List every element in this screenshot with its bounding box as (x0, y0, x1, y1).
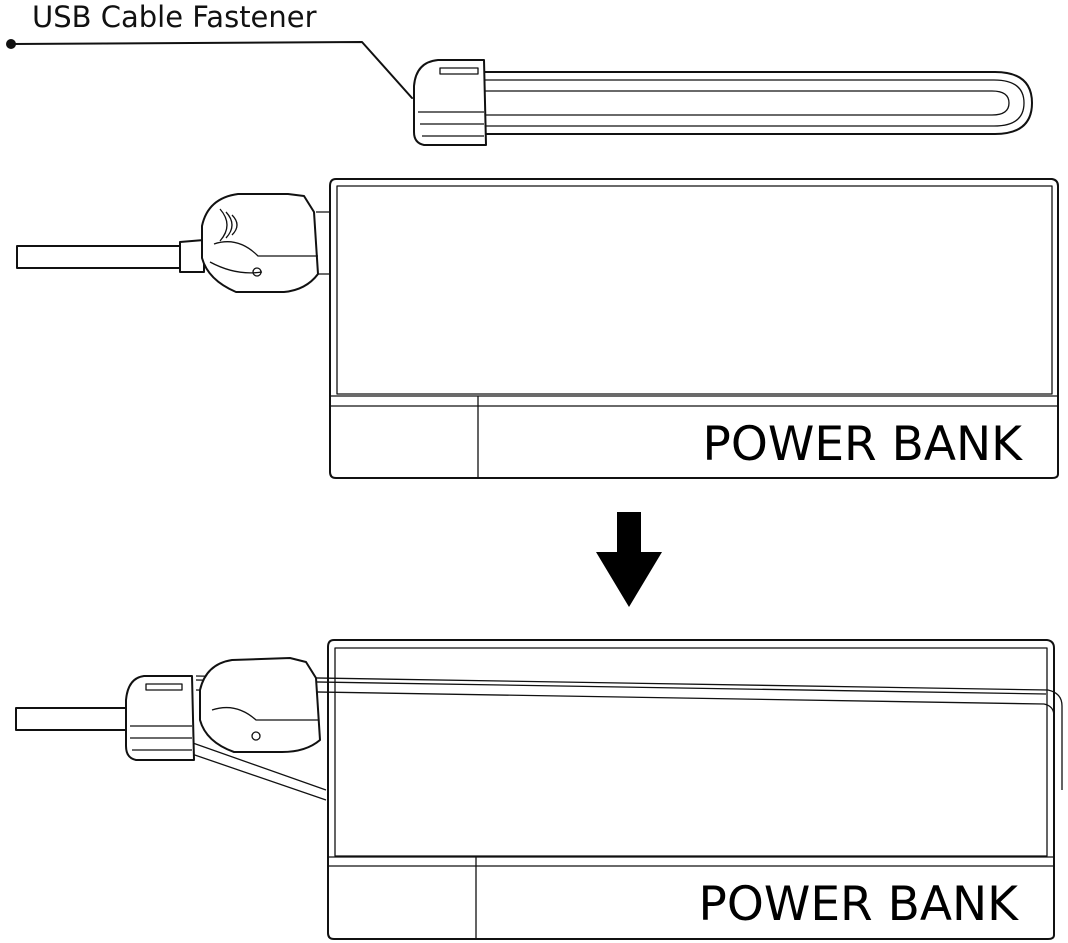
usb-plug-clip-bottom (199, 657, 321, 753)
usb-cable-bottom (15, 707, 129, 731)
fastener-band-installed (195, 675, 1063, 790)
usb-cable-fastener (413, 59, 1033, 146)
top-power-bank-body (329, 178, 1059, 479)
fastener-loop (469, 71, 1033, 135)
top-power-bank-assembly: POWER BANK (16, 178, 1059, 479)
callout-leader-line (10, 41, 413, 99)
bottom-power-bank-assembly: POWER BANK (15, 639, 1063, 940)
top-power-bank-label: POWER BANK (703, 417, 1024, 472)
down-arrow-icon (596, 512, 662, 607)
usb-cable-top (16, 245, 181, 269)
usb-plug-top (179, 239, 205, 273)
callout-label: USB Cable Fastener (32, 0, 317, 34)
bottom-power-bank-body (327, 639, 1055, 940)
fastener-cap-installed (125, 675, 195, 761)
bottom-power-bank-label: POWER BANK (699, 877, 1020, 932)
callout: USB Cable Fastener (6, 0, 413, 99)
fastener-cap (413, 59, 487, 146)
